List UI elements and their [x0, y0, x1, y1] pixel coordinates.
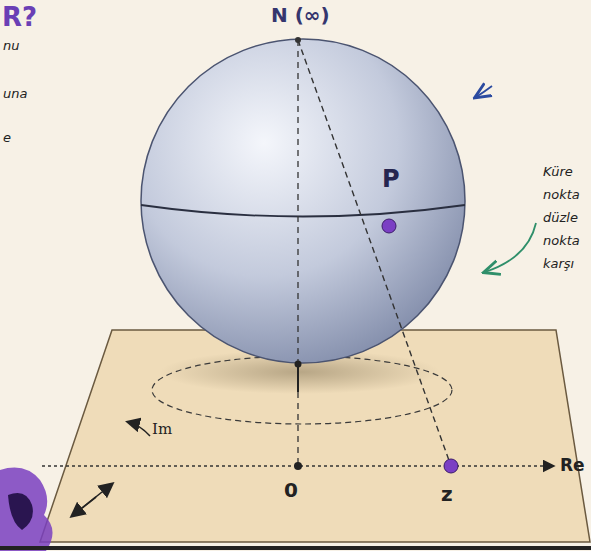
ink-blot	[8, 493, 33, 530]
bottom-border	[0, 546, 591, 550]
note-fragment: Küre	[543, 164, 573, 179]
note-fragment: nokta	[543, 233, 580, 248]
imaginary-axis	[128, 422, 150, 436]
axis-label: Re	[560, 455, 585, 475]
origin-dot	[294, 462, 302, 470]
callout-arrow	[485, 223, 536, 272]
south-pole-dot	[295, 361, 302, 368]
projection-line	[298, 40, 451, 466]
equator	[141, 205, 465, 217]
note-fragment: nokta	[543, 187, 580, 202]
note-fragment: karşı	[543, 256, 574, 271]
title: R?	[2, 2, 37, 32]
north-pole-dot	[295, 37, 301, 43]
note-fragment: nu	[3, 38, 19, 53]
point-label: z	[441, 482, 453, 506]
vertical-axis	[297, 40, 298, 463]
north-pole-label: N (∞)	[271, 3, 330, 27]
callout-arrow	[476, 86, 492, 97]
note-fragment: una	[3, 86, 27, 101]
direction-arrow	[72, 497, 96, 516]
point-label: P	[382, 165, 400, 193]
projection-circle	[152, 356, 452, 424]
ink-blot	[0, 468, 53, 551]
note-fragment: düzle	[543, 210, 578, 225]
sphere	[141, 39, 465, 363]
point-p	[382, 219, 396, 233]
axis-label: Im	[152, 420, 172, 438]
origin-label: 0	[284, 478, 298, 502]
point-z	[444, 459, 458, 473]
note-fragment: e	[3, 130, 11, 145]
